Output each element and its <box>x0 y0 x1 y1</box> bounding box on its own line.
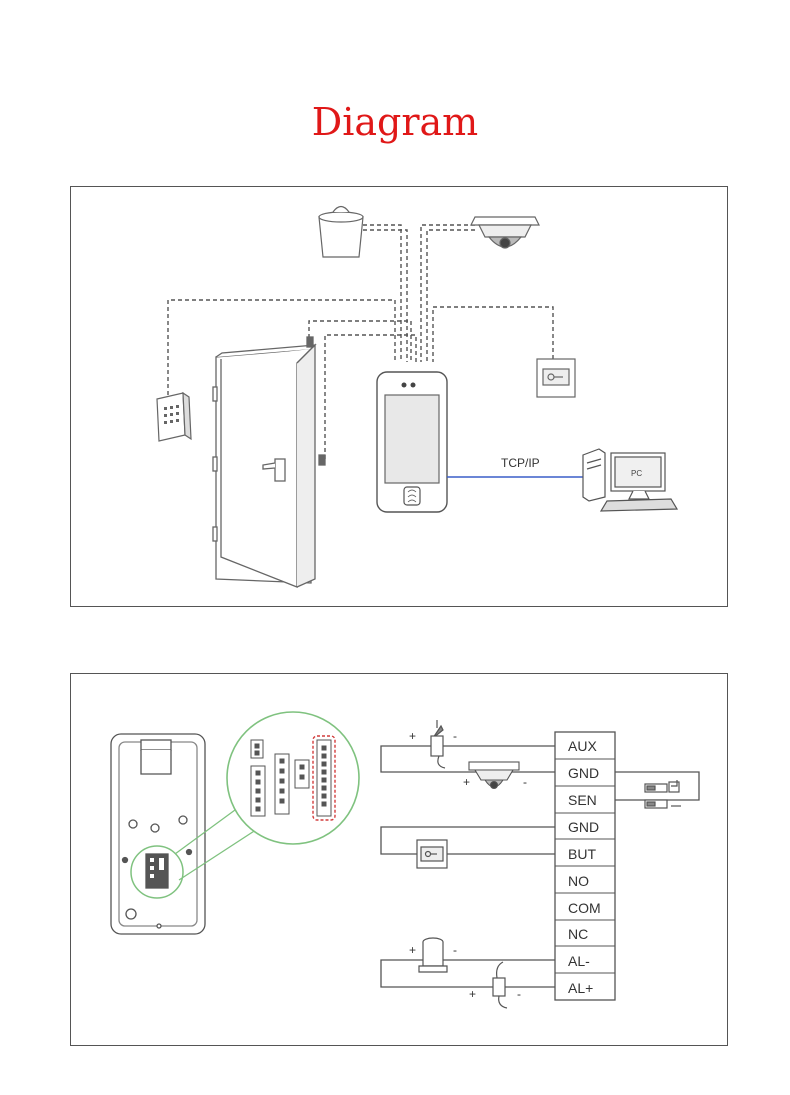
terminal-label-al-minus: AL- <box>568 953 590 969</box>
plus-sign: + <box>409 729 416 743</box>
pc-label: PC <box>631 469 642 478</box>
pc-icon <box>582 448 679 512</box>
wiring-diagram-panel: AUX GND SEN GND BUT NO COM NC AL- AL+ + … <box>70 673 728 1046</box>
minus-sign: - <box>523 775 527 789</box>
siren-icon <box>318 205 364 258</box>
terminal-label-nc: NC <box>568 926 588 942</box>
door-icon <box>212 336 326 588</box>
terminal-label-al-plus: AL+ <box>568 980 593 996</box>
camera-icon <box>470 216 540 249</box>
siren-icon <box>418 937 448 973</box>
minus-sign: - <box>453 729 457 743</box>
terminal-label-but: BUT <box>568 846 596 862</box>
door-sensor-icon <box>644 780 681 809</box>
wiring-lines <box>380 745 700 988</box>
access-terminal-icon <box>376 371 448 513</box>
smoke-sensor-icon <box>430 720 446 769</box>
zoom-connector-line <box>174 809 236 855</box>
page-title: Diagram <box>311 100 479 144</box>
dashed-wiring <box>167 224 554 459</box>
tcp-ip-label: TCP/IP <box>501 456 540 470</box>
terminal-strip: AUX GND SEN GND BUT NO COM NC AL- AL+ <box>554 731 616 1001</box>
zoom-connector-line <box>178 823 266 881</box>
minus-sign: - <box>453 943 457 957</box>
wiring-diagram-svg: AUX GND SEN GND BUT NO COM NC AL- AL+ + … <box>110 711 700 1009</box>
plus-sign: + <box>463 775 470 789</box>
exit-button-icon <box>416 839 448 869</box>
terminal-label-sen: SEN <box>568 792 597 808</box>
terminal-label-com: COM <box>568 900 601 916</box>
highlighted-terminal-block <box>312 735 336 821</box>
card-reader-icon <box>156 391 192 442</box>
zoom-circle <box>226 711 360 845</box>
camera-icon <box>468 761 520 790</box>
plus-sign: + <box>409 943 416 957</box>
device-back-icon <box>110 733 206 935</box>
exit-button-icon <box>536 358 576 398</box>
power-adapter-icon <box>492 961 508 1009</box>
terminal-label-gnd: GND <box>568 765 599 781</box>
plus-sign: + <box>469 987 476 1001</box>
minus-sign: - <box>517 987 521 1001</box>
system-diagram-panel: TCP/IP PC <box>70 186 728 607</box>
small-zoom-circle <box>130 845 184 899</box>
terminal-label-aux: AUX <box>568 738 597 754</box>
terminal-blocks-icon <box>250 739 332 817</box>
terminal-label-no: NO <box>568 873 589 889</box>
terminal-label-gnd-2: GND <box>568 819 599 835</box>
system-diagram-svg: TCP/IP PC <box>156 205 679 588</box>
